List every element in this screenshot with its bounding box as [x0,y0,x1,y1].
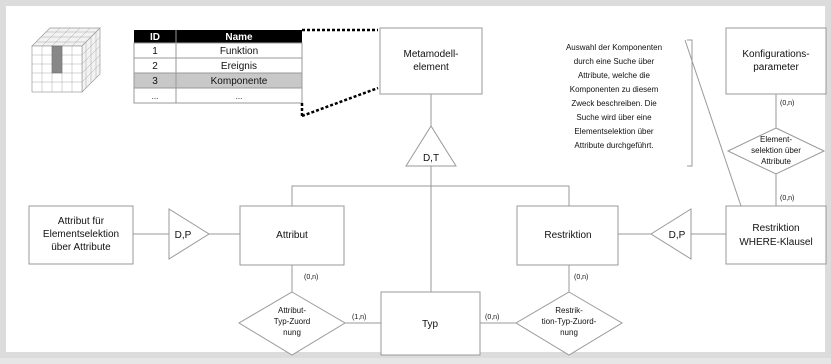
cardinality-label: (1,n) [352,314,366,321]
table-cell: ... [236,92,243,101]
svg-text:Attribut: Attribut [276,230,308,241]
entity-attribut[interactable]: Attribut [239,205,345,266]
svg-text:Suche wird über eine: Suche wird über eine [576,113,652,122]
annotation-note: Auswahl der Komponenten durch eine Suche… [566,39,693,167]
relationship-attribut-typ-zuordnung[interactable]: Attribut- Typ-Zuord nung [238,291,346,356]
svg-text:durch eine Suche über: durch eine Suche über [574,57,655,66]
svg-text:Attribut-: Attribut- [278,306,306,315]
table-cell: 1 [152,46,158,57]
svg-text:Attribute durchgeführt.: Attribute durchgeführt. [574,141,653,150]
er-diagram: ID Name 1 Funktion 2 Ereignis 3 Komponen… [28,27,827,356]
table-cell: ... [152,92,159,101]
svg-text:Restriktion: Restriktion [544,230,591,241]
svg-text:Komponenten zu diesem: Komponenten zu diesem [570,85,659,94]
table-header-name: Name [225,32,253,43]
svg-text:Auswahl der Komponenten: Auswahl der Komponenten [566,43,662,52]
cube-grid-icon [31,27,101,93]
svg-text:Attribut für: Attribut für [58,216,105,227]
svg-text:D,P: D,P [175,230,192,241]
cardinality-label: (0,n) [304,274,318,281]
table-cell: Ereignis [221,61,257,72]
svg-text:element: element [413,62,449,73]
entity-typ[interactable]: Typ [380,291,481,356]
table-cell: Funktion [220,46,258,57]
svg-text:Typ: Typ [422,319,439,330]
table-cell: 2 [152,61,158,72]
svg-text:Restrik-: Restrik- [555,306,583,315]
svg-text:WHERE-Klausel: WHERE-Klausel [739,237,812,248]
svg-text:nung: nung [560,328,578,337]
svg-text:Zweck beschreiben. Die: Zweck beschreiben. Die [571,99,657,108]
svg-text:Metamodell-: Metamodell- [403,49,458,60]
entity-restriktion-where-klausel[interactable]: Restriktion WHERE-Klausel [725,205,827,265]
svg-text:über Attribute: über Attribute [51,242,111,253]
triangle-dp-right[interactable]: D,P [650,208,692,260]
id-table: ID Name 1 Funktion 2 Ereignis 3 Komponen… [133,30,303,104]
svg-text:parameter: parameter [753,62,799,73]
relationship-restriktion-typ-zuordnung[interactable]: Restrik- tion-Typ-Zuord- nung [515,291,623,356]
triangle-dp-left[interactable]: D,P [168,208,210,260]
triangle-dt[interactable]: D,T [405,125,457,167]
svg-text:nung: nung [283,328,301,337]
cardinality-label: (0,n) [780,100,794,107]
svg-text:Attribute: Attribute [761,157,791,166]
cardinality-label: (0,n) [574,274,588,281]
svg-text:tion-Typ-Zuord-: tion-Typ-Zuord- [542,317,597,326]
svg-text:Element-: Element- [760,135,792,144]
svg-text:Typ-Zuord: Typ-Zuord [274,317,310,326]
entity-konfigurationsparameter[interactable]: Konfigurations- parameter [725,27,827,95]
entity-metamodellelement[interactable]: Metamodell- element [379,27,483,95]
cardinality-label: (0,n) [485,314,499,321]
table-cell: Komponente [211,76,268,87]
relationship-elementselektion[interactable]: Element- selektion über Attribute [726,127,826,175]
svg-text:Konfigurations-: Konfigurations- [742,49,809,60]
cardinality-label: (0,n) [780,195,794,202]
svg-text:D,T: D,T [423,153,439,164]
entity-restriktion[interactable]: Restriktion [516,205,619,266]
table-cell: 3 [152,76,158,87]
svg-text:D,P: D,P [669,230,686,241]
svg-text:Elementselektion: Elementselektion [43,229,119,240]
svg-text:Restriktion: Restriktion [752,223,799,234]
svg-text:Elementselektion über: Elementselektion über [574,127,653,136]
svg-text:selektion über: selektion über [751,146,801,155]
dotted-connector [301,86,379,118]
entity-attribut-fuer-elementselektion[interactable]: Attribut für Elementselektion über Attri… [28,205,134,265]
connectors [133,39,777,324]
svg-text:Attribute, welche die: Attribute, welche die [578,71,651,80]
table-header-id: ID [150,32,160,43]
